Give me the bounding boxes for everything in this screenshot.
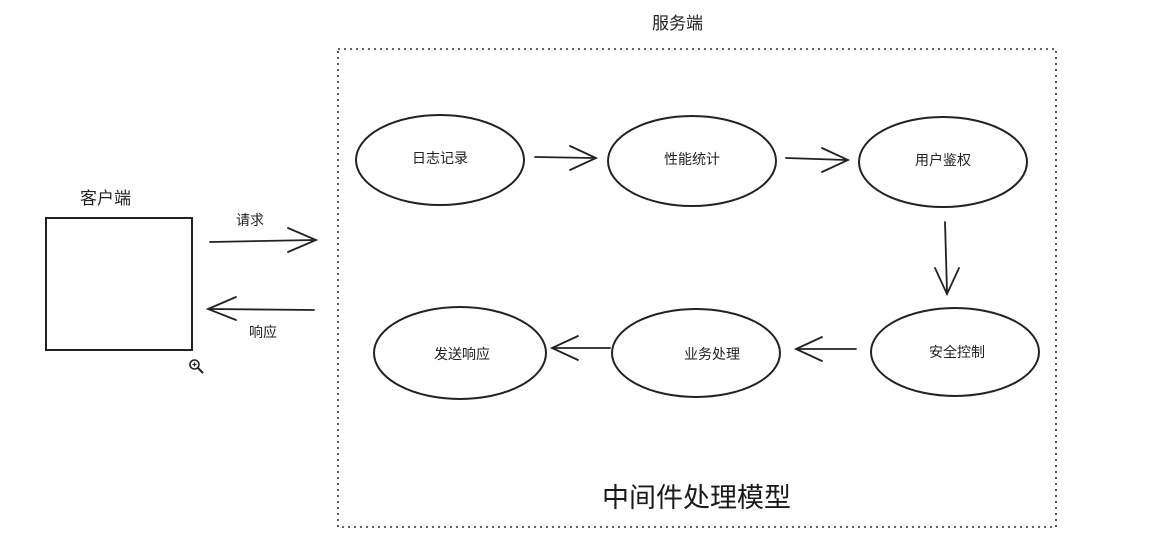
server-boundary: [337, 48, 1057, 528]
request-arrow: [209, 227, 319, 253]
zoom-in-icon[interactable]: [188, 358, 204, 374]
node-send-ellipse[interactable]: [373, 306, 547, 400]
arrow-business-to-send: [549, 335, 611, 361]
node-perf-ellipse[interactable]: [607, 115, 777, 207]
diagram-caption: 中间件处理模型: [602, 483, 791, 514]
node-log-ellipse[interactable]: [355, 114, 525, 206]
node-auth-label: 用户鉴权: [915, 153, 971, 169]
arrow-auth-to-security: [934, 221, 960, 297]
response-arrow: [205, 296, 315, 321]
response-label: 响应: [249, 325, 277, 341]
request-label: 请求: [236, 213, 264, 229]
arrow-log-to-perf: [534, 145, 599, 171]
client-box[interactable]: [45, 217, 193, 351]
client-title: 客户端: [80, 189, 131, 209]
node-business-label: 业务处理: [684, 347, 740, 363]
node-log-label: 日志记录: [412, 151, 468, 167]
server-title: 服务端: [652, 14, 703, 34]
arrow-security-to-business: [793, 336, 857, 362]
node-business-ellipse[interactable]: [611, 308, 781, 398]
node-security-ellipse[interactable]: [870, 307, 1040, 397]
node-perf-label: 性能统计: [664, 152, 720, 168]
node-auth-ellipse[interactable]: [858, 116, 1028, 208]
arrow-perf-to-auth: [785, 147, 851, 173]
node-security-label: 安全控制: [929, 345, 985, 361]
node-send-label: 发送响应: [434, 347, 490, 363]
